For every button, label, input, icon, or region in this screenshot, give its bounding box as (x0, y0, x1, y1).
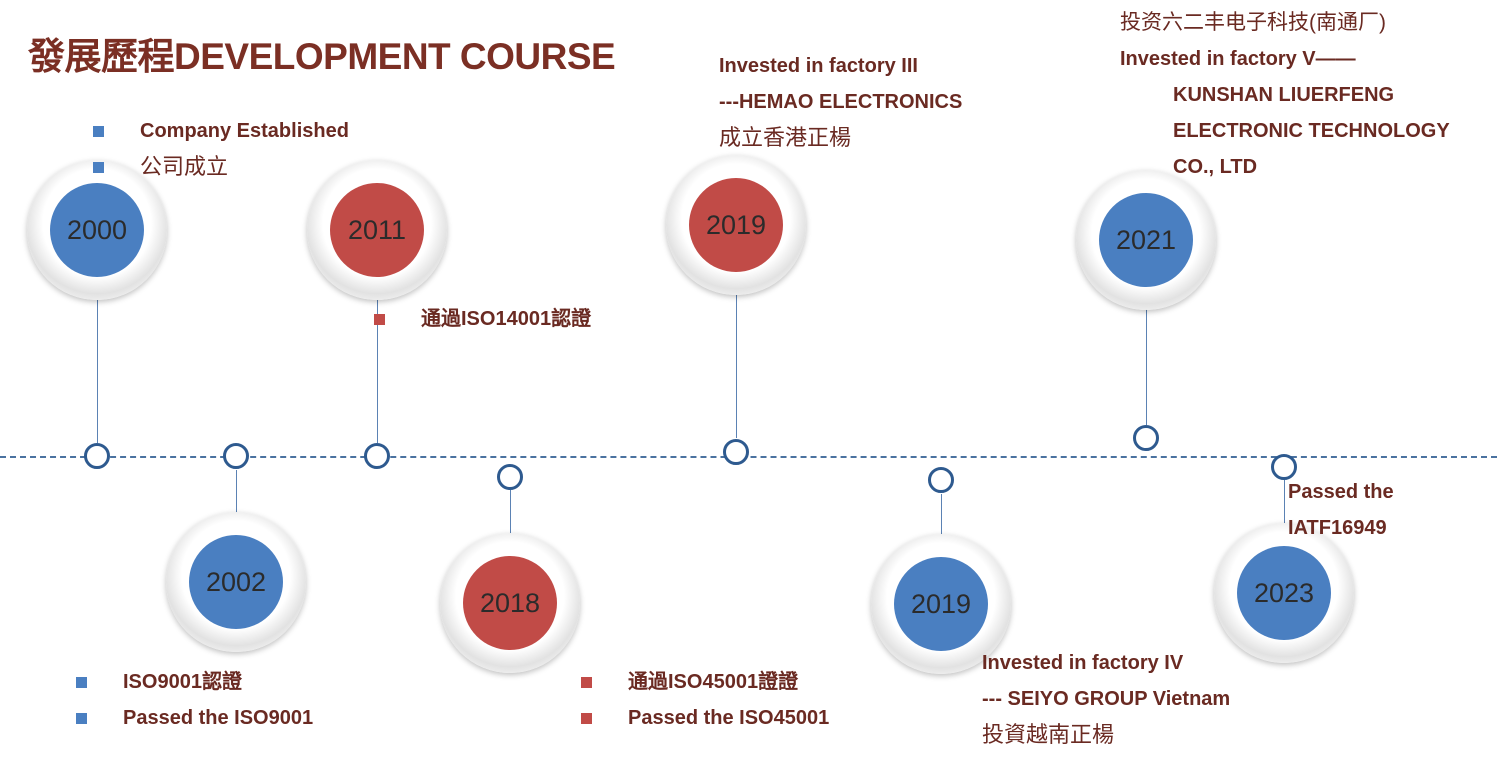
milestone-line: Company Established (140, 120, 349, 142)
milestone-line: 公司成立 (140, 154, 229, 179)
milestone-line: 投資越南正楊 (982, 722, 1115, 747)
milestone-2023-text: Passed the IATF16949 (1288, 474, 1394, 546)
year-label-2011: 2011 (330, 183, 424, 277)
milestone-line: Invested in factory V—— (1120, 48, 1356, 70)
year-label-2002: 2002 (189, 535, 283, 629)
year-circle-2021: 2021 (1076, 170, 1216, 310)
stem-2011 (377, 300, 378, 443)
milestone-line: CO., LTD (1173, 156, 1258, 178)
milestone-2019-iv-text: Invested in factory IV --- SEIYO GROUP V… (982, 645, 1230, 753)
year-circle-2002: 2002 (166, 512, 306, 652)
year-circle-2000: 2000 (27, 160, 167, 300)
stem-2018 (510, 490, 511, 535)
year-circle-2019-iv: 2019 (871, 534, 1011, 674)
milestone-line: 投资六二丰电子科技(南通厂) (1120, 11, 1386, 34)
milestone-line: ELECTRONIC TECHNOLOGY (1173, 120, 1450, 142)
milestone-2000-text: Company Established 公司成立 (93, 113, 349, 185)
milestone-line: --- SEIYO GROUP Vietnam (982, 688, 1231, 710)
timeline-node-2011 (364, 443, 390, 469)
milestone-2002-text: ISO9001認證 Passed the ISO9001 (76, 664, 313, 736)
timeline-node-2023 (1271, 454, 1297, 480)
bullet-icon (93, 161, 104, 173)
stem-2019-iv (941, 494, 942, 534)
milestone-2021-text: 投资六二丰电子科技(南通厂) Invested in factory V—— K… (1120, 5, 1450, 185)
milestone-line: IATF16949 (1288, 517, 1387, 539)
milestone-line: 通過ISO14001認證 (421, 308, 592, 330)
year-label-2019-iii: 2019 (689, 178, 783, 272)
milestone-line: 通過ISO45001證證 (628, 671, 799, 693)
timeline-node-2019-iii (723, 439, 749, 465)
bullet-icon (76, 712, 87, 724)
bullet-icon (93, 125, 104, 137)
bullet-icon (581, 676, 592, 688)
stem-2002 (236, 470, 237, 515)
milestone-line: ISO9001認證 (123, 671, 242, 693)
stem-2021 (1146, 305, 1147, 425)
milestone-2019-iii-text: Invested in factory III ---HEMAO ELECTRO… (719, 48, 962, 156)
year-label-2021: 2021 (1099, 193, 1193, 287)
milestone-line: KUNSHAN LIUERFENG (1173, 84, 1395, 106)
year-circle-2019-iii: 2019 (666, 155, 806, 295)
milestone-line: ---HEMAO ELECTRONICS (719, 91, 963, 113)
timeline-node-2000 (84, 443, 110, 469)
year-label-2018: 2018 (463, 556, 557, 650)
milestone-2018-text: 通過ISO45001證證 Passed the ISO45001 (581, 664, 829, 736)
bullet-icon (581, 712, 592, 724)
milestone-line: 成立香港正楊 (719, 125, 852, 150)
milestone-line: Invested in factory IV (982, 652, 1184, 674)
milestone-line: Passed the ISO9001 (123, 707, 314, 729)
stem-2023 (1284, 480, 1285, 525)
milestone-line: Invested in factory III (719, 55, 918, 77)
timeline-node-2021 (1133, 425, 1159, 451)
year-label-2019-iv: 2019 (894, 557, 988, 651)
year-circle-2018: 2018 (440, 533, 580, 673)
timeline-node-2019-iv (928, 467, 954, 493)
year-label-2023: 2023 (1237, 546, 1331, 640)
year-circle-2011: 2011 (307, 160, 447, 300)
milestone-line: Passed the (1288, 481, 1394, 503)
bullet-icon (374, 313, 385, 325)
timeline-node-2002 (223, 443, 249, 469)
milestone-line: Passed the ISO45001 (628, 707, 830, 729)
stem-2000 (97, 300, 98, 443)
timeline-axis (0, 456, 1497, 458)
milestone-2011-text: 通過ISO14001認證 (374, 301, 591, 337)
page-title: 發展歷程DEVELOPMENT COURSE (28, 36, 616, 77)
year-label-2000: 2000 (50, 183, 144, 277)
stem-2019-iii (736, 295, 737, 438)
year-circle-2023: 2023 (1214, 523, 1354, 663)
timeline-node-2018 (497, 464, 523, 490)
bullet-icon (76, 676, 87, 688)
